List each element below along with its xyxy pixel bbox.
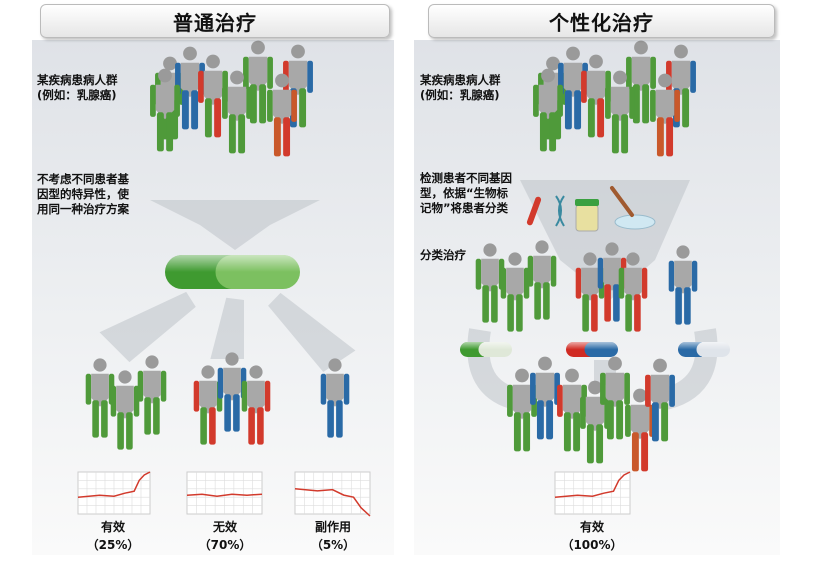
trend-line bbox=[554, 471, 631, 498]
patient-figure bbox=[533, 68, 563, 152]
right-population-text: 某疾病患病人群 (例如：乳腺癌) bbox=[420, 73, 501, 102]
biomarker-test-kit-icon bbox=[526, 186, 656, 232]
outcome-side-effect-label: 副作用 （5%） bbox=[293, 518, 373, 554]
trend-line bbox=[186, 493, 263, 497]
patient-figure bbox=[597, 242, 627, 322]
outcome-percent: （25%） bbox=[86, 538, 140, 552]
personalized-trend-chart bbox=[554, 471, 631, 515]
branch-arrow bbox=[210, 297, 244, 359]
red-blue-pill-icon bbox=[566, 342, 618, 357]
outcome-name: 无效 bbox=[212, 520, 237, 534]
funnel-arrow bbox=[150, 200, 320, 250]
patient-figure bbox=[626, 40, 656, 124]
medicine-pill-icon bbox=[165, 255, 300, 289]
funnel-arrow bbox=[520, 180, 690, 300]
right-description-text: 检测患者不同基因 型，依据“生物标 记物”将患者分类 bbox=[420, 171, 512, 215]
outcome-name: 有效 bbox=[579, 520, 604, 534]
patient-figure bbox=[557, 368, 587, 452]
patient-figure bbox=[580, 380, 610, 464]
patient-figure bbox=[600, 356, 630, 440]
outcome-percent: （70%） bbox=[198, 538, 252, 552]
patient-figure bbox=[150, 68, 180, 152]
branch-arrow bbox=[268, 292, 356, 372]
left-population-text: 某疾病患病人群 (例如：乳腺癌) bbox=[37, 73, 118, 102]
patient-figure bbox=[267, 73, 297, 157]
outcome-effective-label: 有效 （25%） bbox=[73, 518, 153, 554]
outcome-percent: （100%） bbox=[561, 538, 623, 552]
patient-figure bbox=[320, 358, 350, 438]
patient-figure bbox=[110, 370, 140, 450]
standard-treatment-title: 普通治疗 bbox=[40, 4, 390, 38]
trend-line bbox=[294, 488, 371, 517]
patient-figure bbox=[217, 352, 247, 432]
patient-figure bbox=[618, 252, 648, 332]
outcome-ineffective-label: 无效 （70%） bbox=[185, 518, 265, 554]
patient-figure bbox=[645, 358, 675, 442]
patient-figure bbox=[85, 358, 115, 438]
patient-figure bbox=[581, 54, 611, 138]
classified-treatment-text: 分类治疗 bbox=[420, 248, 466, 262]
patient-figure bbox=[500, 252, 530, 332]
standard-treatment-panel bbox=[32, 40, 394, 555]
left-description-text: 不考虑不同患者基 因型的特异性，使 用同一种治疗方案 bbox=[37, 172, 129, 216]
patient-figure bbox=[530, 356, 560, 440]
patient-figure bbox=[241, 365, 271, 445]
blue-pill-icon bbox=[678, 342, 730, 357]
personalized-treatment-title: 个性化治疗 bbox=[428, 4, 775, 38]
patient-figure bbox=[527, 240, 557, 320]
patient-figure bbox=[650, 73, 680, 157]
patient-figure bbox=[222, 70, 252, 154]
green-pill-icon bbox=[460, 342, 512, 357]
outcome-name: 有效 bbox=[100, 520, 125, 534]
patient-figure bbox=[475, 243, 505, 323]
side-effect-trend-chart bbox=[294, 471, 371, 517]
patient-figure bbox=[605, 70, 635, 154]
patient-figure bbox=[137, 355, 167, 435]
branch-arrow bbox=[99, 291, 196, 363]
patient-figure bbox=[243, 40, 273, 124]
patient-figure bbox=[507, 368, 537, 452]
trend-line bbox=[77, 471, 151, 498]
personalized-outcome-label: 有效 （100%） bbox=[552, 518, 632, 554]
ineffective-trend-chart bbox=[186, 471, 263, 515]
patient-figure bbox=[668, 245, 698, 325]
outcome-name: 副作用 bbox=[314, 520, 351, 534]
effective-trend-chart bbox=[77, 471, 151, 515]
outcome-percent: （5%） bbox=[310, 538, 356, 552]
